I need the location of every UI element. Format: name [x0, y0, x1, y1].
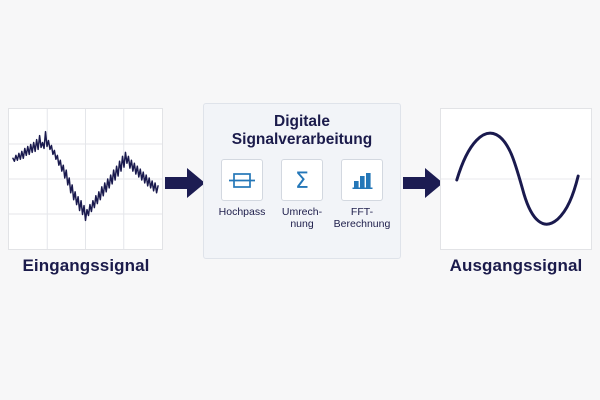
- input-signal-caption: Eingangssignal: [22, 256, 150, 275]
- processing-title: Digitale Signalverarbeitung: [204, 113, 400, 149]
- module-umrechnung-label-line2: nung: [290, 218, 314, 231]
- arrow-right-icon-input-to-processing: [165, 167, 205, 199]
- output-signal-panel: [440, 108, 592, 250]
- bar-chart-icon: [352, 172, 373, 189]
- processing-module-row: Hochpass Σ Umrech- nung: [204, 158, 400, 231]
- digital-signal-processing-box: Digitale Signalverarbeitung Hochpass: [203, 103, 401, 259]
- sigma-sum-icon: Σ: [295, 169, 309, 194]
- input-signal-panel: [8, 108, 163, 250]
- svg-text:Σ: Σ: [295, 169, 309, 194]
- module-fft-label-line2: Berechnung: [333, 218, 391, 231]
- input-signal-chart: [9, 109, 162, 249]
- input-grid: [9, 109, 162, 249]
- processing-title-line2: Signalverarbeitung: [231, 130, 373, 148]
- output-signal-chart: [441, 131, 591, 226]
- bar-chart-icon-box[interactable]: [341, 158, 383, 201]
- output-signal-caption: Ausgangssignal: [449, 256, 583, 275]
- module-fft-berechnung[interactable]: FFT- Berechnung: [334, 158, 390, 231]
- module-fft-label-line1: FFT-: [350, 205, 374, 218]
- module-hochpass-label-line1: Hochpass: [218, 205, 266, 218]
- highpass-filter-icon-box[interactable]: [221, 158, 263, 201]
- output-signal-trace: [455, 131, 580, 226]
- module-fft-berechnung-label: FFT- Berechnung: [331, 206, 393, 231]
- module-umrechnung-label-line1: Umrech-: [281, 205, 323, 218]
- module-hochpass-label: Hochpass: [213, 206, 271, 218]
- module-umrechnung-label: Umrech- nung: [273, 206, 331, 231]
- arrow-right-icon-processing-to-output: [403, 167, 443, 199]
- module-hochpass[interactable]: Hochpass: [217, 158, 267, 231]
- module-umrechnung[interactable]: Σ Umrech- nung: [277, 158, 327, 231]
- highpass-filter-icon: [229, 173, 255, 188]
- processing-title-line1: Digitale: [274, 113, 330, 130]
- sigma-sum-icon-box[interactable]: Σ: [281, 158, 323, 201]
- input-signal-trace: [12, 130, 159, 222]
